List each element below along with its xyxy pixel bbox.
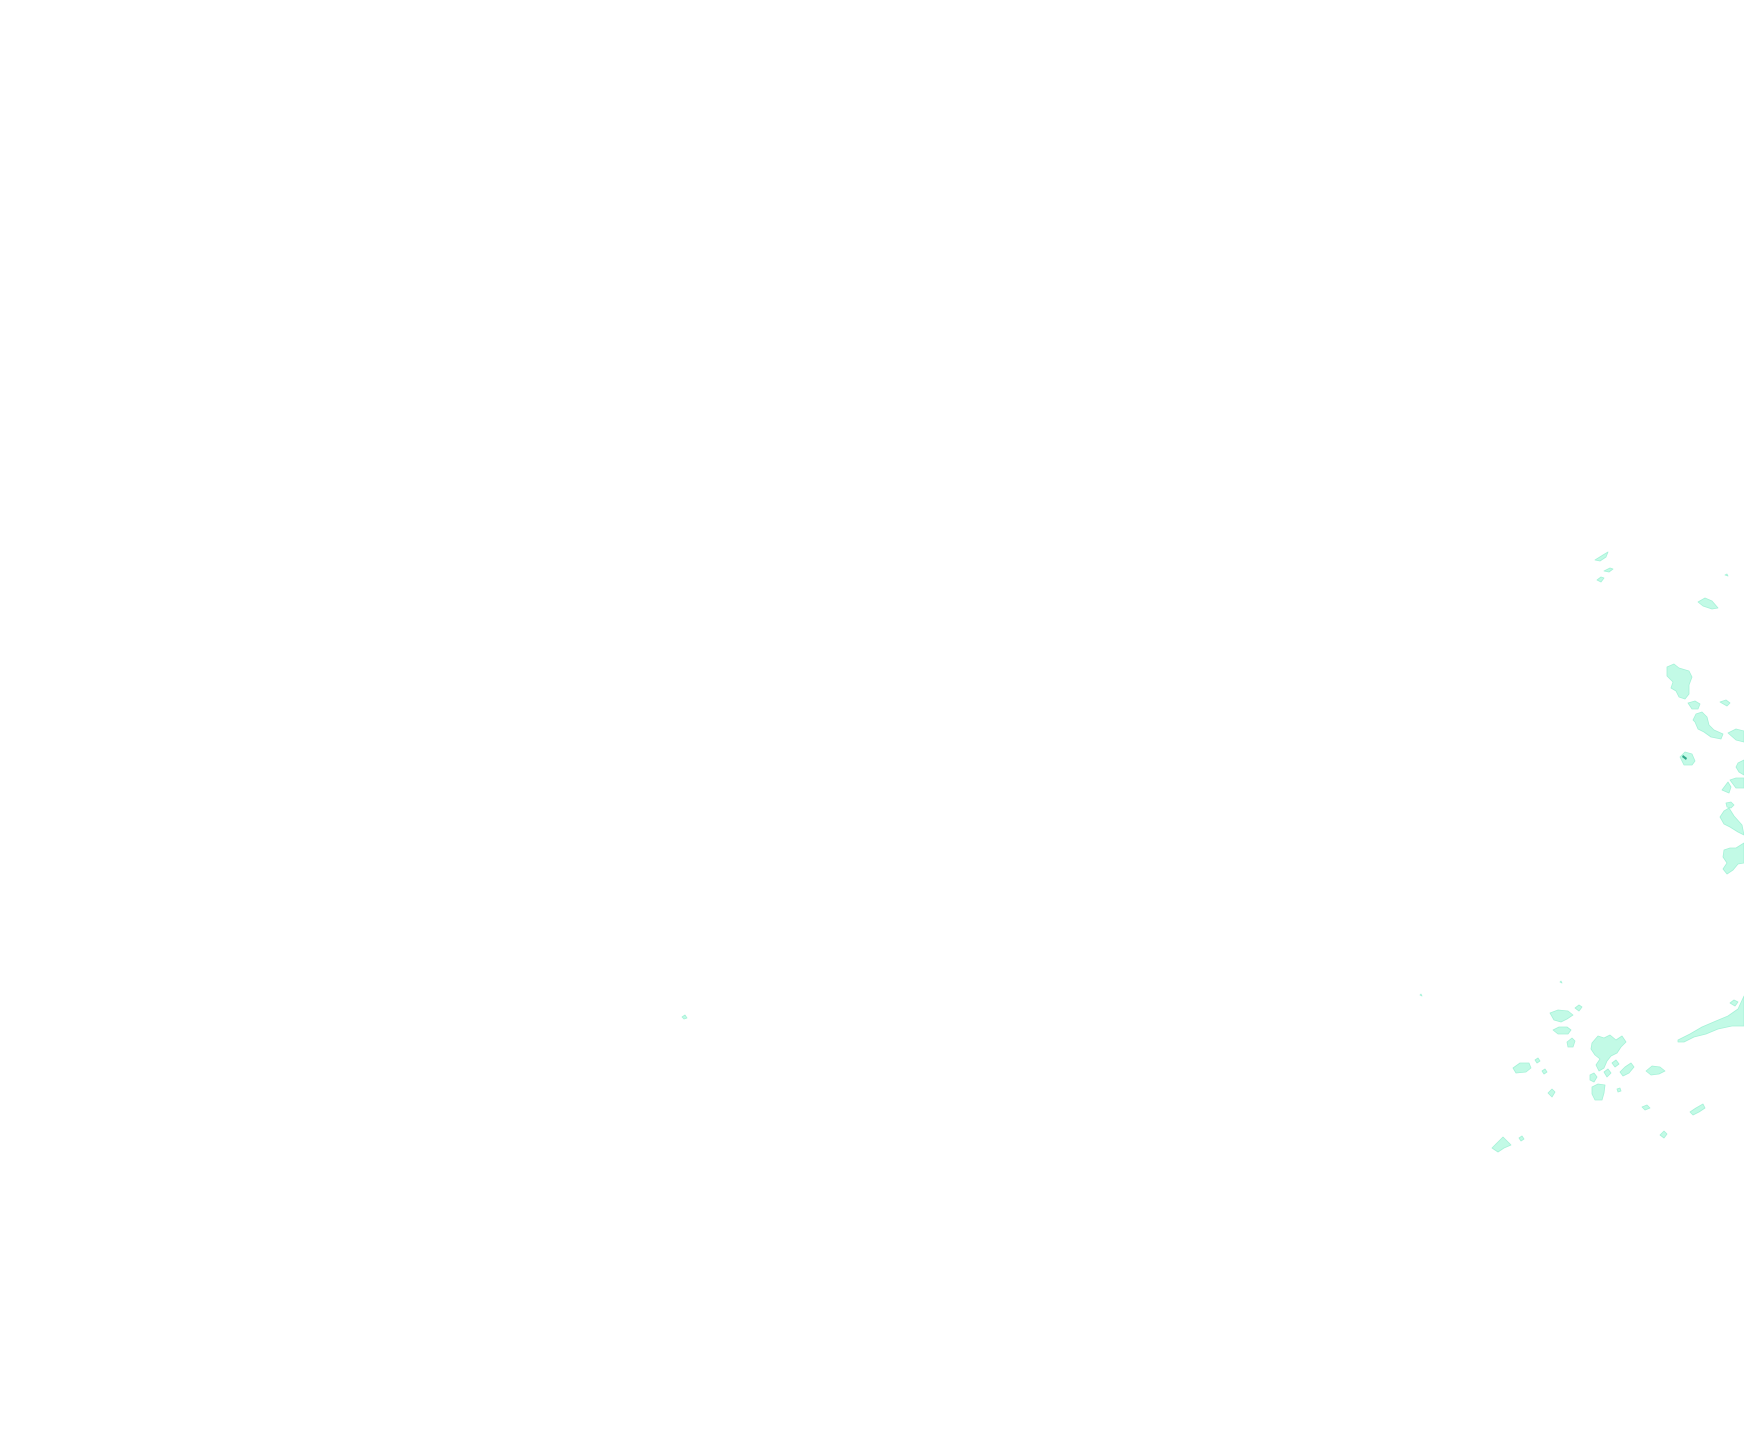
- island-shape: [1574, 1004, 1583, 1012]
- island-shape: [1697, 597, 1719, 610]
- island-shape: [1547, 1088, 1556, 1098]
- island-detail-layer: [1682, 755, 1687, 760]
- island-shape: [1666, 663, 1693, 700]
- island-shape: [1512, 1062, 1532, 1074]
- island-shape: [1589, 1072, 1598, 1083]
- island-shape: [1591, 1083, 1606, 1101]
- island-layer: [681, 551, 1744, 1153]
- island-shape: [1719, 699, 1731, 707]
- island-shape: [1721, 781, 1732, 794]
- island-shape: [1729, 999, 1739, 1007]
- island-shape: [1727, 728, 1744, 743]
- island-shape: [1590, 1034, 1627, 1072]
- island-shape: [1603, 1068, 1612, 1078]
- island-shape: [1534, 1057, 1541, 1064]
- island-shape: [1419, 993, 1423, 997]
- island-shape: [1491, 1136, 1512, 1153]
- island-shape: [1645, 1065, 1666, 1076]
- island-shape: [1724, 573, 1729, 577]
- island-shape: [1611, 1059, 1620, 1068]
- island-shape: [1549, 1009, 1574, 1023]
- island-shape: [1722, 842, 1744, 875]
- island-shape: [1729, 777, 1744, 789]
- island-shape: [1659, 1130, 1668, 1139]
- island-shape: [1594, 551, 1609, 562]
- island-shape: [1679, 751, 1696, 766]
- island-shape: [1735, 759, 1744, 776]
- island-shape: [1689, 1103, 1706, 1116]
- island-shape: [1677, 995, 1744, 1043]
- island-shape: [681, 1014, 688, 1020]
- island-shape: [1541, 1068, 1548, 1075]
- island-shape: [1725, 801, 1735, 809]
- island-detail-mark: [1682, 755, 1687, 760]
- island-shape: [1692, 711, 1724, 740]
- island-shape: [1518, 1135, 1525, 1142]
- island-shape: [1559, 980, 1563, 984]
- island-shape: [1619, 1062, 1635, 1077]
- island-shape: [1603, 567, 1614, 573]
- island-shape: [1687, 700, 1701, 710]
- island-shape: [1596, 576, 1605, 583]
- island-shape: [1566, 1037, 1576, 1048]
- island-shape: [1616, 1087, 1622, 1093]
- island-shape: [1719, 807, 1744, 836]
- island-shape: [1641, 1104, 1651, 1111]
- island-shape: [1552, 1026, 1572, 1035]
